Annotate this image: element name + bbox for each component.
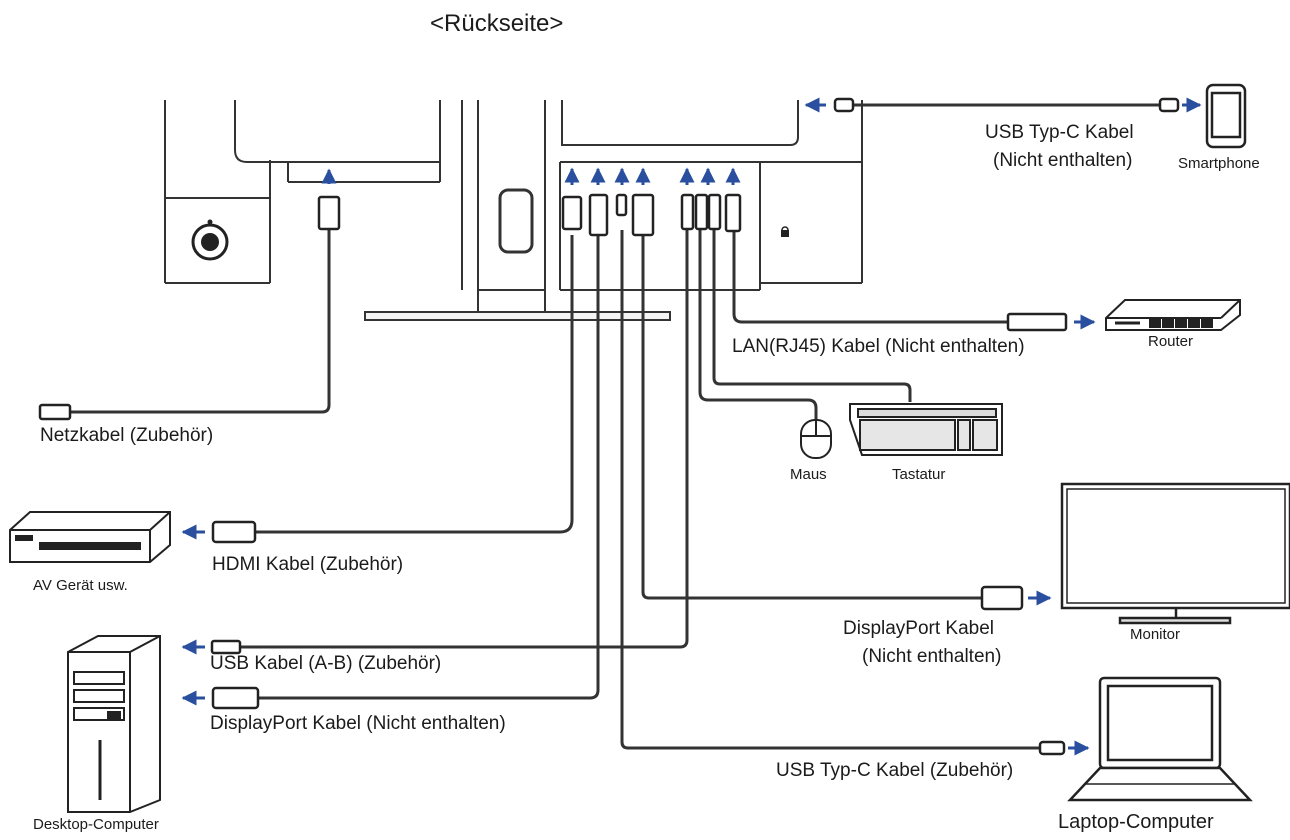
usb-c-phone-cable-label: USB Typ-C Kabel bbox=[985, 122, 1134, 143]
dp-monitor-cable-label: DisplayPort Kabel bbox=[843, 618, 995, 639]
hdmi-cable-label: HDMI Kabel (Zubehör) bbox=[212, 554, 404, 575]
mouse-label: Maus bbox=[790, 466, 827, 483]
monitor-stand bbox=[364, 100, 671, 321]
router-label: Router bbox=[1148, 333, 1194, 350]
port-arrows bbox=[321, 97, 826, 185]
av-device-label: AV Gerät usw. bbox=[33, 577, 128, 594]
usb-c-phone-cable-note: (Nicht enthalten) bbox=[993, 150, 1133, 171]
lan-cable-label: LAN(RJ45) Kabel (Nicht enthalten) bbox=[732, 336, 1025, 357]
smartphone-label: Smartphone bbox=[1178, 155, 1260, 172]
power-cable-label: Netzkabel (Zubehör) bbox=[40, 425, 214, 446]
port-connectors bbox=[317, 193, 742, 237]
desktop-computer-icon bbox=[67, 635, 161, 813]
usb-c-laptop-cable-label: USB Typ-C Kabel (Zubehör) bbox=[776, 760, 1014, 781]
power-button-icon bbox=[191, 219, 229, 261]
av-device-icon bbox=[9, 511, 171, 563]
smartphone-icon bbox=[1205, 83, 1247, 149]
mouse-icon bbox=[800, 419, 832, 459]
device-arrows bbox=[181, 97, 1202, 756]
dp-pc-cable-label: DisplayPort Kabel (Nicht enthalten) bbox=[210, 713, 506, 734]
cable-lines bbox=[70, 100, 1160, 750]
keyboard-label: Tastatur bbox=[892, 466, 946, 483]
dp-monitor-cable-note: (Nicht enthalten) bbox=[862, 646, 1002, 667]
monitor-label: Monitor bbox=[1130, 626, 1181, 643]
router-icon bbox=[1105, 299, 1241, 331]
usb-ab-cable-label: USB Kabel (A-B) (Zubehör) bbox=[210, 653, 442, 674]
laptop-computer-label: Laptop-Computer bbox=[1058, 811, 1214, 833]
laptop-computer-icon bbox=[1067, 676, 1253, 802]
desktop-computer-label: Desktop-Computer bbox=[33, 816, 159, 833]
keyboard-icon bbox=[849, 403, 1003, 456]
cable-end-connectors bbox=[38, 97, 1180, 756]
monitor-rear-panel bbox=[164, 100, 863, 291]
kensington-lock-icon bbox=[781, 226, 789, 237]
page-title: <Rückseite> bbox=[430, 10, 564, 37]
monitor-icon bbox=[1060, 482, 1290, 625]
